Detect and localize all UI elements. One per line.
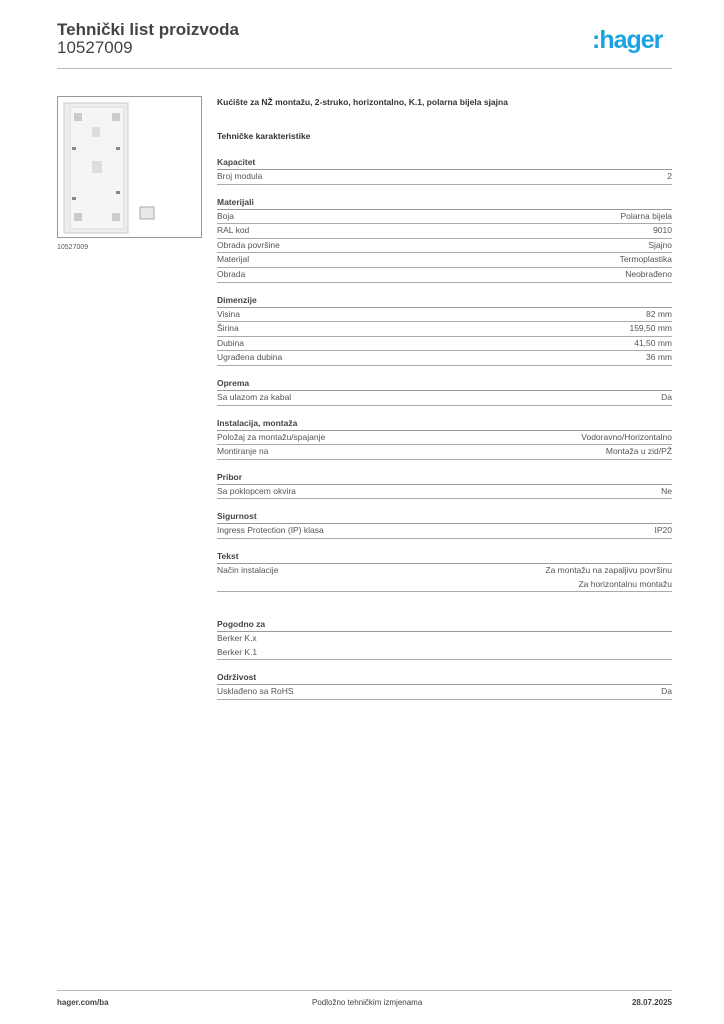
footer-note: Podložno tehničkim izmjenama (312, 998, 423, 1007)
spec-row: Sa ulazom za kabal Da (217, 391, 672, 406)
spec-label: Boja (217, 210, 235, 221)
product-description: Kućište za NŽ montažu, 2-struko, horizon… (217, 97, 508, 107)
spec-row: Materijal Termoplastika (217, 253, 672, 268)
spec-row: Montiranje na Montaža u zid/PŽ (217, 445, 672, 460)
spec-label: Način instalacije (217, 564, 279, 575)
spec-label: Širina (217, 323, 239, 334)
spec-label: Materijal (217, 254, 250, 265)
spec-label: Dubina (217, 337, 244, 348)
section-title: Sigurnost (217, 509, 672, 525)
spec-value: 9010 (653, 225, 672, 236)
spec-value: IP20 (654, 525, 673, 536)
section-title: Materijali (217, 195, 672, 210)
spec-value: 36 mm (646, 352, 672, 363)
spec-row: Ingress Protection (IP) klasa IP20 (217, 524, 672, 539)
spec-row: Obrada Neobrađeno (217, 268, 672, 283)
footer-divider (57, 990, 672, 991)
spec-value: Polarna bijela (620, 210, 672, 221)
spec-label: RAL kod (217, 225, 250, 236)
spec-value: 2 (667, 171, 672, 181)
spec-label: Usklađeno sa RoHS (217, 686, 294, 697)
section-title: Oprema (217, 376, 672, 391)
image-caption: 10527009 (57, 244, 89, 251)
spec-label: Broj modula (217, 171, 263, 181)
spec-row: Broj modula 2 (217, 170, 672, 185)
spec-row: Dubina 41,50 mm (217, 337, 672, 352)
spec-value: Neobrađeno (625, 268, 672, 279)
section-title: Pogodno za (217, 617, 672, 633)
spec-label: Ugrađena dubina (217, 352, 283, 363)
spec-value: Da (661, 391, 672, 402)
spec-label: Berker K.x Berker K.1 (217, 633, 258, 657)
spec-label: Sa poklopcem okvira (217, 485, 296, 496)
spec-row: Način instalacije Za montažu na zapaljivu… (217, 564, 672, 593)
spec-row: Obrada površine Sjajno (217, 239, 672, 254)
spec-value: 41,50 mm (634, 337, 672, 348)
spec-label: Montiranje na (217, 446, 269, 457)
spec-value: Montaža u zid/PŽ (605, 446, 672, 457)
spec-row: Visina 82 mm (217, 308, 672, 323)
spec-label: Obrada površine (217, 239, 280, 250)
spec-value: Termoplastika (619, 254, 672, 265)
spec-value: Za montažu na zapaljivu površinu Za hori… (545, 564, 672, 589)
specs-heading: Tehničke karakteristike (217, 131, 311, 141)
spec-label: Sa ulazom za kabal (217, 391, 292, 402)
spec-row: Sa poklopcem okvira Ne (217, 485, 672, 500)
section-title: Instalacija, montaža (217, 416, 672, 431)
spec-row: Položaj za montažu/spajanje Vodoravno/Hor… (217, 431, 672, 446)
section-title: Održivost (217, 670, 672, 686)
spec-row: Berker K.x Berker K.1 (217, 632, 672, 661)
section-title: Tekst (217, 549, 672, 564)
spec-row: RAL kod 9010 (217, 224, 672, 239)
spec-value: 82 mm (646, 308, 672, 319)
footer-website[interactable]: hager.com/ba (57, 998, 109, 1007)
header-divider (57, 68, 672, 69)
spec-label: Položaj za montažu/spajanje (217, 431, 326, 442)
spec-value: 159,50 mm (629, 323, 672, 334)
product-image (57, 96, 202, 238)
section-title: Kapacitet (217, 155, 672, 170)
section-title: Dimenzije (217, 293, 672, 308)
spec-value: Da (661, 686, 672, 697)
section-title: Pribor (217, 470, 672, 485)
hager-logo: :hager (592, 26, 663, 54)
spec-value: Sjajno (648, 239, 672, 250)
spec-row: Širina 159,50 mm (217, 322, 672, 337)
spec-row: Ugrađena dubina 36 mm (217, 351, 672, 366)
spec-value: Ne (661, 485, 672, 496)
spec-value: Vodoravno/Horizontalno (581, 431, 672, 442)
spec-row: Usklađeno sa RoHS Da (217, 685, 672, 700)
product-code: 10527009 (57, 38, 133, 57)
spec-row: Boja Polarna bijela (217, 210, 672, 225)
footer-date: 28.07.2025 (631, 998, 672, 1007)
spec-label: Ingress Protection (IP) klasa (217, 525, 324, 536)
page-title: Tehnički list proizvoda (57, 20, 239, 39)
spec-label: Obrada (217, 268, 246, 279)
spec-label: Visina (217, 308, 240, 319)
